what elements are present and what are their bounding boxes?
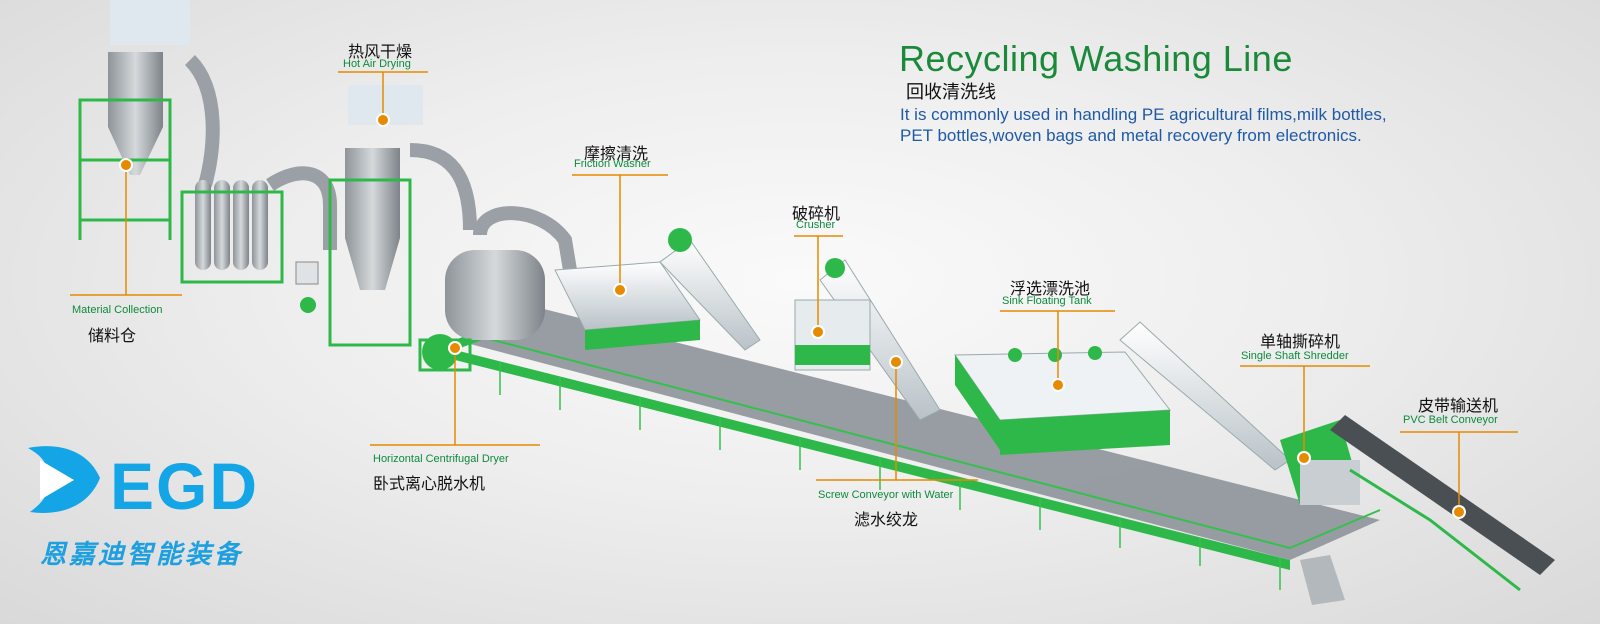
horizontal-centrifugal-dryer-machine: [418, 206, 577, 372]
description-line-2: PET bottles,woven bags and metal recover…: [900, 126, 1362, 145]
sink-floating-tank-machine: [954, 321, 1291, 471]
label-screw-conveyor-cn: 滤水绞龙: [854, 510, 919, 529]
label-centrifugal-dryer-en: Horizontal Centrifugal Dryer: [373, 453, 509, 465]
callout-dots: [119, 113, 1466, 519]
label-hot-air-drying-cn: 热风干燥: [348, 42, 413, 61]
page-title: Recycling Washing Line: [899, 38, 1293, 79]
friction-washer-machine: [554, 228, 761, 351]
egd-logo-icon: [28, 446, 100, 513]
page-description: It is commonly used in handling PE agric…: [900, 104, 1580, 146]
pvc-belt-conveyor-machine: [1330, 415, 1555, 592]
description-line-1: It is commonly used in handling PE agric…: [900, 105, 1387, 124]
label-sink-floating-tank-cn: 浮选漂洗池: [1010, 279, 1091, 298]
logo-chinese-name: 恩嘉迪智能装备: [40, 540, 244, 570]
label-sink-floating-tank-en: Sink Floating Tank: [1002, 295, 1092, 307]
logo-wordmark: EGD: [110, 449, 260, 523]
label-friction-washer-cn: 摩擦清洗: [584, 144, 649, 163]
label-screw-conveyor-en: Screw Conveyor with Water: [818, 489, 954, 501]
page-subtitle: 回收清洗线: [906, 82, 996, 103]
single-shaft-shredder-machine: [1280, 420, 1360, 505]
label-belt-conveyor-cn: 皮带输送机: [1418, 396, 1499, 415]
label-crusher-en: Crusher: [796, 219, 836, 231]
crusher-machine: [794, 258, 941, 421]
material-collection-machine: [78, 0, 220, 240]
label-belt-conveyor-en: PVC Belt Conveyor: [1403, 414, 1498, 426]
label-material-collection-en: Material Collection: [72, 304, 163, 316]
label-crusher-cn: 破碎机: [792, 204, 841, 223]
label-hot-air-drying-en: Hot Air Drying: [343, 58, 411, 70]
callout-leaders: [70, 71, 1518, 512]
label-shredder-en: Single Shaft Shredder: [1241, 350, 1349, 362]
label-centrifugal-dryer-cn: 卧式离心脱水机: [373, 474, 486, 493]
label-shredder-cn: 单轴撕碎机: [1260, 332, 1341, 351]
label-material-collection-cn: 储料仓: [88, 326, 137, 345]
hot-air-drying-machine: [180, 85, 477, 347]
label-friction-washer-en: Friction Washer: [574, 158, 651, 170]
